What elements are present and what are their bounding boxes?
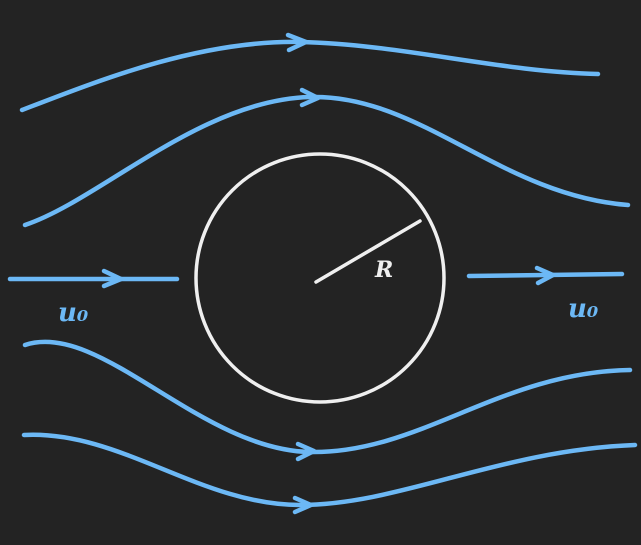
streamline-center-left-arrow <box>101 268 124 289</box>
streamline-lower-arrow <box>295 441 317 462</box>
cylinder-outline <box>194 152 446 404</box>
streamline-top-arrow <box>285 32 309 53</box>
radius-line <box>314 219 422 284</box>
outflow-velocity-label: u₀ <box>568 294 599 324</box>
streamline-bottom-arrow <box>292 495 314 515</box>
inflow-velocity-label: u₀ <box>58 298 89 328</box>
streamline-upper-arrow <box>299 87 321 108</box>
streamline-upper <box>22 94 631 228</box>
streamline-center-right <box>466 271 625 279</box>
streamline-center-right-arrow <box>534 265 556 286</box>
radius-label: R <box>375 257 394 283</box>
streamline-lower <box>22 339 633 455</box>
streamline-bottom <box>21 432 638 508</box>
